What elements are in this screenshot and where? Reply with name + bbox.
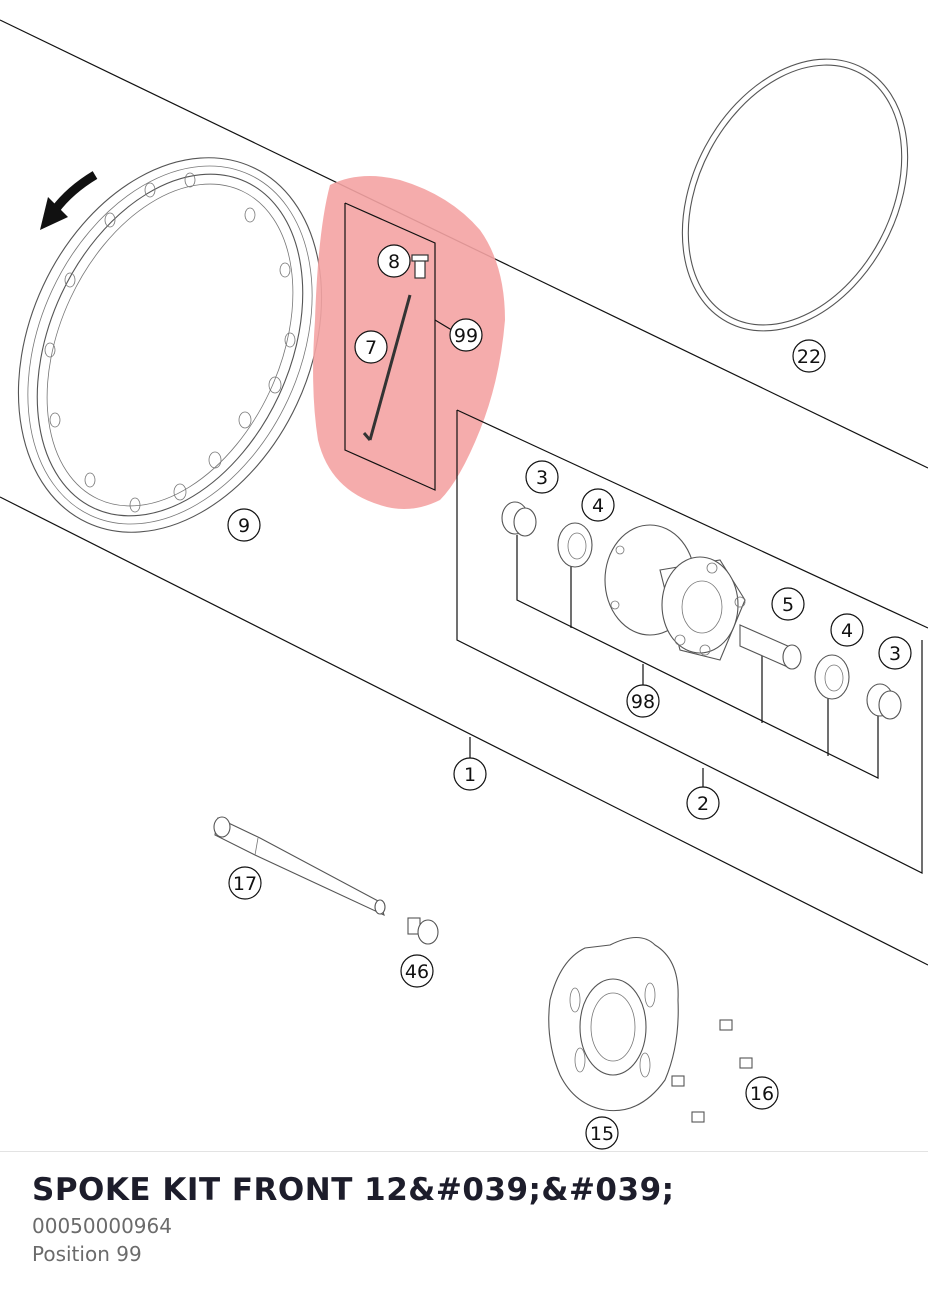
- bearing-part-4-right[interactable]: [814, 654, 850, 700]
- part-number: 00050000964: [32, 1214, 172, 1238]
- nipple-head: [411, 254, 429, 262]
- callout-99[interactable]: 99: [449, 318, 483, 352]
- svg-text:2: 2: [697, 793, 709, 815]
- svg-text:1: 1: [464, 764, 476, 786]
- callout-7[interactable]: 7: [354, 330, 388, 364]
- rotation-arrow-icon: [51, 171, 98, 213]
- callout-46[interactable]: 46: [400, 954, 434, 988]
- callout-16[interactable]: 16: [745, 1076, 779, 1110]
- brake-disc-part-15[interactable]: [548, 936, 679, 1112]
- rim-band-part-22[interactable]: [637, 20, 928, 370]
- sleeve-part-5[interactable]: [739, 624, 802, 670]
- callout-15[interactable]: 15: [585, 1116, 619, 1150]
- svg-text:98: 98: [631, 691, 655, 713]
- spoke-part-7[interactable]: [368, 294, 412, 441]
- exploded-parts-diagram: 8 7 99 22 9 3 4 5 4 3 98 1 2 17 46 16 15: [0, 19, 928, 1150]
- svg-text:16: 16: [750, 1083, 774, 1105]
- callout-3-right[interactable]: 3: [878, 636, 912, 670]
- disc-bolts-part-16[interactable]: [671, 1019, 753, 1123]
- spoke-hook: [362, 432, 372, 441]
- hub-frame-top: [456, 409, 928, 629]
- svg-text:3: 3: [536, 467, 548, 489]
- svg-text:7: 7: [365, 337, 377, 359]
- product-title: SPOKE KIT FRONT 12&#039;&#039;: [32, 1172, 675, 1208]
- svg-text:4: 4: [841, 620, 853, 642]
- callout-9[interactable]: 9: [227, 508, 261, 542]
- callout-17[interactable]: 17: [228, 866, 262, 900]
- bearing-part-4-left[interactable]: [557, 522, 593, 568]
- callout-22[interactable]: 22: [792, 339, 826, 373]
- collar-part-3-left[interactable]: [501, 501, 537, 537]
- callout-8[interactable]: 8: [377, 244, 411, 278]
- callout-5[interactable]: 5: [771, 587, 805, 621]
- callout-2[interactable]: 2: [686, 786, 720, 820]
- callout-98[interactable]: 98: [626, 684, 660, 718]
- spoke-kit-box: [344, 202, 436, 491]
- callout-4-left[interactable]: 4: [581, 488, 615, 522]
- svg-text:46: 46: [405, 961, 429, 983]
- product-info-panel: SPOKE KIT FRONT 12&#039;&#039; 000500009…: [0, 1151, 928, 1290]
- svg-text:22: 22: [797, 346, 821, 368]
- svg-text:8: 8: [388, 251, 400, 273]
- axle-bolt-part-46[interactable]: [407, 917, 439, 945]
- collar-part-3-right[interactable]: [866, 683, 902, 720]
- rim-part-9[interactable]: [0, 108, 380, 582]
- bracket-2: [516, 535, 879, 779]
- svg-text:5: 5: [782, 594, 794, 616]
- callout-4-right[interactable]: 4: [830, 613, 864, 647]
- svg-text:17: 17: [233, 873, 257, 895]
- callout-1[interactable]: 1: [453, 757, 487, 791]
- axle-part-17[interactable]: [213, 816, 386, 917]
- frame-line-bottom: [0, 496, 928, 966]
- svg-text:3: 3: [889, 643, 901, 665]
- arrow-head-icon: [40, 197, 68, 230]
- hub-part-98[interactable]: [604, 524, 746, 661]
- svg-text:4: 4: [592, 495, 604, 517]
- hub-frame: [456, 410, 923, 874]
- callout-3-left[interactable]: 3: [525, 460, 559, 494]
- svg-text:99: 99: [454, 325, 478, 347]
- svg-text:9: 9: [238, 515, 250, 537]
- position-label: Position 99: [32, 1242, 142, 1266]
- svg-text:15: 15: [590, 1123, 614, 1145]
